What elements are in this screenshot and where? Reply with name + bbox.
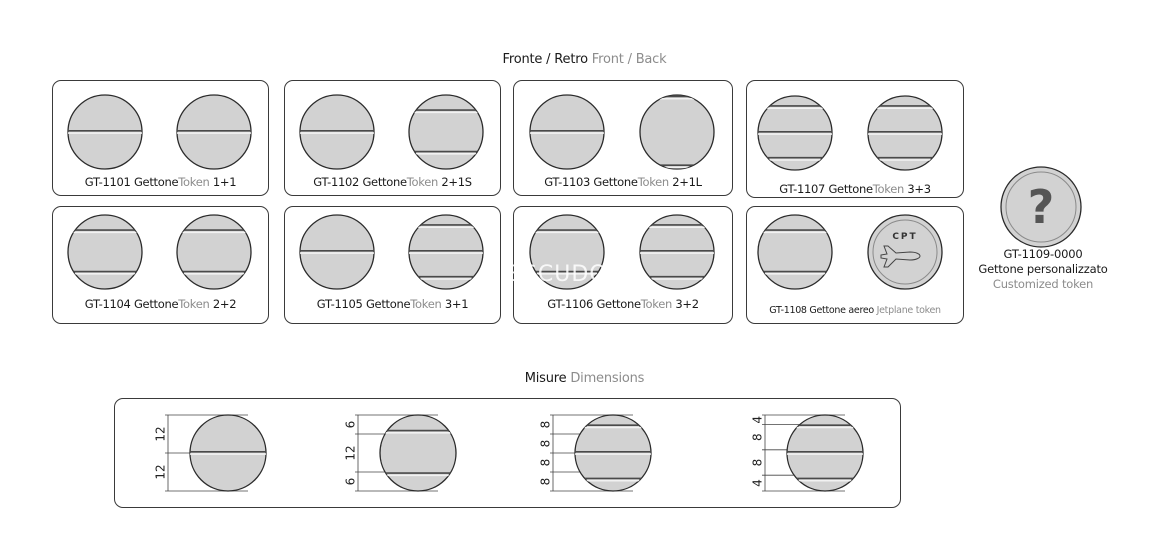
token-variant: 3+2 bbox=[675, 297, 699, 311]
token-name-en: Token bbox=[178, 297, 210, 311]
token-card-gt-1108[interactable]: CPT GT-1108 Gettone aereo Jetplane token bbox=[746, 206, 964, 324]
token-name-it: Gettone bbox=[593, 175, 638, 189]
token-caption: GT-1107 GettoneToken 3+3 bbox=[747, 182, 963, 196]
custom-token-name-en: Customized token bbox=[992, 277, 1094, 291]
custom-token-name-it: Gettone personalizzato bbox=[978, 262, 1108, 276]
token-variant: 2+2 bbox=[212, 297, 237, 311]
token-variant: 2+1L bbox=[672, 175, 702, 189]
token-name-it: Gettone bbox=[362, 175, 407, 189]
token-code: GT-1105 bbox=[316, 297, 363, 311]
token-name-it: Gettone bbox=[828, 182, 873, 196]
dimension-label: 8 bbox=[539, 421, 553, 429]
dimension-label: 8 bbox=[539, 478, 553, 486]
dimension-label: 8 bbox=[751, 433, 765, 441]
dimension-diagram: 4 8 8 4 bbox=[751, 414, 864, 492]
token-caption: GT-1102 GettoneToken 2+1S bbox=[285, 175, 500, 189]
token-code: GT-1102 bbox=[313, 175, 360, 189]
token-back bbox=[639, 94, 715, 170]
watermark: ESCUDO bbox=[508, 262, 608, 287]
token-variant: 2+1S bbox=[441, 175, 472, 189]
dimension-label: 12 bbox=[344, 445, 358, 460]
question-symbol: ? bbox=[1028, 180, 1055, 234]
token-back bbox=[176, 94, 252, 170]
token-caption: GT-1101 GettoneToken 1+1 bbox=[53, 175, 268, 189]
token-name-en: Token bbox=[872, 182, 905, 196]
token-front bbox=[299, 94, 375, 170]
token-front bbox=[67, 94, 143, 170]
token-front bbox=[757, 214, 833, 290]
token-code: GT-1108 bbox=[769, 305, 807, 316]
token-back bbox=[408, 214, 484, 290]
dimension-label: 6 bbox=[344, 421, 358, 429]
dimension-label: 12 bbox=[154, 426, 168, 441]
token-front bbox=[529, 94, 605, 170]
token-name-it: Gettone aereo bbox=[809, 305, 874, 316]
dimension-label: 4 bbox=[751, 416, 765, 424]
token-card-gt-1107[interactable]: GT-1107 GettoneToken 3+3 bbox=[746, 80, 964, 198]
token-card-gt-1101[interactable]: GT-1101 GettoneToken 1+1 bbox=[52, 80, 269, 196]
token-card-gt-1105[interactable]: GT-1105 GettoneToken 3+1 bbox=[284, 206, 501, 324]
token-card-gt-1103[interactable]: GT-1103 GettoneToken 2+1L bbox=[513, 80, 733, 196]
custom-token-code: GT-1109-0000 bbox=[1003, 247, 1083, 261]
dimension-label: 8 bbox=[751, 459, 765, 467]
token-code: GT-1107 bbox=[779, 182, 826, 196]
section-title-front-back: Fronte / Retro Front / Back bbox=[0, 52, 1169, 67]
token-card-gt-1104[interactable]: GT-1104 GettoneToken 2+2 bbox=[52, 206, 269, 324]
dimension-diagram: 12 12 bbox=[154, 414, 267, 492]
token-variant: 3+1 bbox=[444, 297, 469, 311]
token-name-en: Jetplane token bbox=[876, 305, 941, 316]
custom-token-caption: GT-1109-0000 Gettone personalizzato Cust… bbox=[978, 247, 1107, 292]
token-front bbox=[299, 214, 375, 290]
token-name-en: Token bbox=[178, 175, 210, 189]
token-caption: GT-1104 GettoneToken 2+2 bbox=[53, 297, 268, 311]
section-title-it: Fronte / Retro bbox=[502, 52, 588, 67]
token-front bbox=[529, 214, 605, 290]
dimension-label: 6 bbox=[344, 478, 358, 486]
dimension-diagram: 6 12 6 bbox=[344, 414, 457, 492]
token-name-it: Gettone bbox=[133, 297, 179, 311]
token-caption: GT-1108 Gettone aereo Jetplane token bbox=[747, 305, 963, 316]
section-title-en: Dimensions bbox=[570, 371, 645, 386]
token-card-gt-1102[interactable]: GT-1102 GettoneToken 2+1S bbox=[284, 80, 501, 196]
custom-token-question-icon[interactable]: ? bbox=[999, 165, 1083, 249]
airplane-icon bbox=[880, 245, 921, 268]
token-caption: GT-1103 GettoneToken 2+1L bbox=[514, 175, 732, 189]
section-title-it: Misure bbox=[524, 371, 567, 386]
token-code: GT-1101 bbox=[84, 175, 131, 189]
token-back bbox=[867, 95, 943, 171]
section-title-dimensions: Misure Dimensions bbox=[0, 371, 1169, 386]
token-caption: GT-1105 GettoneToken 3+1 bbox=[285, 297, 500, 311]
dimensions-panel: 12 12 6 12 6 8 8 8 8 4 8 8 4 bbox=[114, 398, 901, 508]
token-caption: GT-1106 GettoneToken 3+2 bbox=[514, 297, 732, 311]
token-name-en: Token bbox=[637, 175, 670, 189]
dimension-label: 8 bbox=[539, 440, 553, 448]
section-title-en: Front / Back bbox=[591, 52, 667, 67]
token-name-en: Token bbox=[406, 175, 439, 189]
token-back bbox=[176, 214, 252, 290]
token-front bbox=[757, 95, 833, 171]
token-name-en: Token bbox=[410, 297, 442, 311]
token-variant: 3+3 bbox=[907, 182, 931, 196]
plane-token-text: CPT bbox=[892, 232, 917, 242]
plane-token: CPT bbox=[867, 214, 943, 290]
token-back bbox=[639, 214, 715, 290]
token-card-gt-1106[interactable]: GT-1106 GettoneToken 3+2 bbox=[513, 206, 733, 324]
dimension-label: 4 bbox=[751, 479, 765, 487]
token-front bbox=[67, 214, 143, 290]
token-code: GT-1104 bbox=[84, 297, 131, 311]
token-name-it: Gettone bbox=[365, 297, 411, 311]
token-code: GT-1103 bbox=[544, 175, 591, 189]
token-name-it: Gettone bbox=[596, 297, 641, 311]
token-variant: 1+1 bbox=[212, 175, 237, 189]
dimension-label: 8 bbox=[539, 459, 553, 467]
token-code: GT-1106 bbox=[547, 297, 594, 311]
dimension-diagram: 8 8 8 8 bbox=[539, 414, 652, 492]
dimension-label: 12 bbox=[154, 464, 168, 479]
token-name-it: Gettone bbox=[133, 175, 179, 189]
token-name-en: Token bbox=[640, 297, 673, 311]
token-back bbox=[408, 94, 484, 170]
